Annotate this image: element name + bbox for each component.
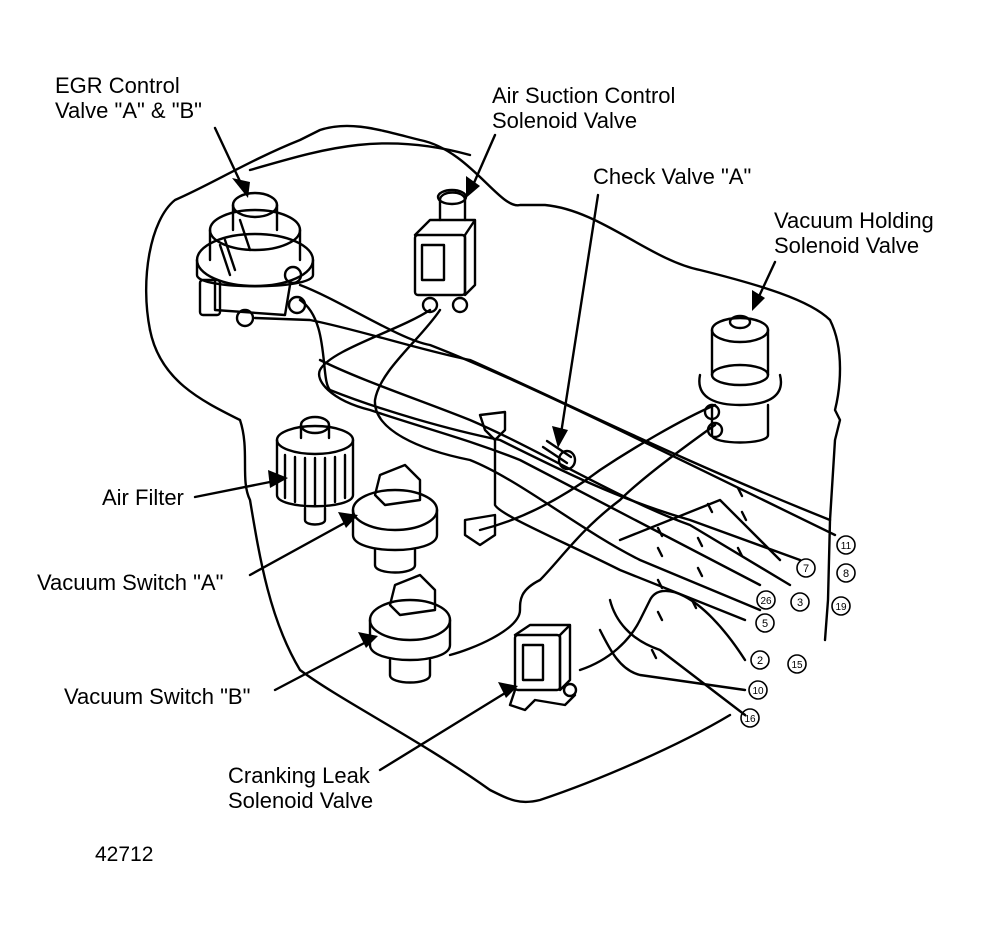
vacuum-switch-b (368, 573, 452, 684)
egr-valve (195, 191, 315, 328)
hose-tag-number: 19 (835, 602, 847, 613)
engine-inner-line (248, 142, 472, 172)
hose-number-tags: 11 8 7 19 3 26 5 15 2 10 16 (740, 535, 856, 728)
hose-tag-number: 7 (803, 563, 809, 575)
hose-tag-circle (750, 650, 770, 670)
hose (373, 308, 762, 612)
cranking-leak-solenoid (508, 623, 578, 712)
hose (298, 283, 837, 537)
hose (493, 438, 747, 622)
callout-arrow-cranking-leak (378, 688, 512, 772)
figure-number: 42712 (95, 843, 154, 866)
hose (598, 628, 747, 692)
check-valve-a (541, 439, 577, 471)
vacuum-switch-a-label: Vacuum Switch "A" (37, 570, 224, 595)
air-suction-solenoid-label: Air Suction Control Solenoid Valve (492, 83, 676, 133)
callout-arrow-air-filter (193, 478, 282, 499)
hose-tag-number: 16 (744, 714, 756, 725)
hose (318, 358, 792, 587)
vacuum-switch-b-label: Vacuum Switch "B" (64, 684, 251, 709)
hose (578, 589, 747, 672)
tee-fitting (463, 513, 497, 547)
hose (618, 498, 782, 562)
hose-tag-circle (790, 592, 810, 612)
hose-tag-circle (836, 535, 856, 555)
air-suction-solenoid (413, 188, 477, 314)
hose-tag-circle (755, 613, 775, 633)
hose-tag-number: 8 (843, 568, 849, 580)
engine-lower-left (148, 328, 732, 804)
vacuum-holding-solenoid-label: Vacuum Holding Solenoid Valve (774, 208, 934, 258)
air-filter-label: Air Filter (102, 485, 184, 510)
cranking-leak-solenoid-label: Cranking Leak Solenoid Valve (228, 763, 374, 813)
hose (608, 598, 747, 717)
hose (478, 403, 717, 532)
hose-tag-number: 2 (757, 655, 763, 667)
air-filter (275, 415, 355, 526)
check-valve-a-label: Check Valve "A" (593, 164, 752, 189)
callout-arrow-vacuum-switch-a (248, 518, 352, 577)
vacuum-switch-a (351, 463, 439, 574)
hose-tag-circle (831, 596, 851, 616)
vacuum-holding-solenoid (698, 314, 783, 444)
hose-tag-number: 26 (760, 596, 772, 607)
hose-tag-number: 3 (797, 597, 803, 609)
hose-tag-circle (787, 654, 807, 674)
hose-tag-circle (748, 680, 768, 700)
hose-tag-number: 15 (791, 660, 803, 671)
hose-tick (650, 486, 748, 660)
hose (448, 423, 717, 657)
hose-tag-number: 5 (762, 618, 768, 630)
hose (317, 308, 762, 587)
hose-tag-number: 10 (752, 686, 764, 697)
hose-tag-circle (836, 563, 856, 583)
engine-outline (144, 124, 842, 642)
callout-arrow-check-valve (558, 193, 600, 442)
hose-tag-circle (756, 590, 776, 610)
callout-arrow-vacuum-switch-b (273, 638, 372, 692)
hose-tag-circle (796, 558, 816, 578)
egr-control-valve-label: EGR Control Valve "A" & "B" (55, 73, 202, 123)
hose-tag-number: 11 (841, 541, 852, 552)
hose-tag-circle (740, 708, 760, 728)
